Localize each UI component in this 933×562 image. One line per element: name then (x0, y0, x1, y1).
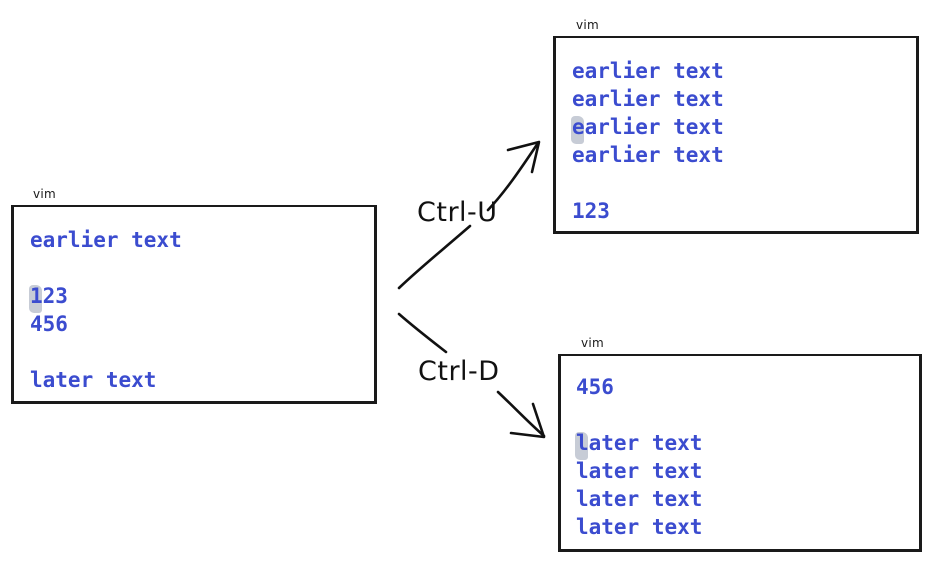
window-title: vim (30, 187, 60, 201)
buffer-lines: earlier text 123 456 later text (29, 226, 182, 394)
buffer-line: later text (30, 368, 157, 392)
arrow-down-line (397, 312, 448, 354)
arrow-up-line (397, 224, 472, 290)
arrow-up-head (506, 140, 541, 174)
buffer-line: earlier text (572, 87, 724, 111)
buffer-line: later text (575, 429, 702, 460)
cursor (29, 285, 42, 313)
buffer-line: later text (576, 515, 703, 539)
buffer-line: earlier text (571, 113, 724, 144)
buffer-line: later text (576, 459, 703, 483)
buffer-line: 456 (30, 312, 68, 336)
buffer-line: earlier text (572, 143, 724, 167)
buffer-lines: earlier text earlier text earlier text e… (571, 57, 724, 225)
window-title: vim (578, 336, 608, 350)
arrow-down-head (509, 402, 546, 439)
ctrl-u-label: Ctrl-U (417, 197, 498, 228)
cursor (575, 432, 588, 460)
buffer-line: 123 (572, 199, 610, 223)
buffer-line: earlier text (30, 228, 182, 252)
vim-window-left: vim earlier text 123 456 later text (11, 187, 377, 404)
ctrl-d-label: Ctrl-D (418, 356, 500, 387)
window-title: vim (573, 18, 603, 32)
arrow-up-line-upper (486, 141, 540, 212)
vim-window-bottom-right: vim 456 later text later text later text… (558, 336, 922, 552)
arrow-down-line-lower (496, 390, 546, 438)
buffer-line: 456 (576, 375, 614, 399)
buffer-line: earlier text (572, 59, 724, 83)
buffer-line: 123 (29, 282, 182, 313)
cursor (571, 116, 584, 144)
vim-window-top-right: vim earlier text earlier text earlier te… (553, 18, 919, 234)
buffer-lines: 456 later text later text later text lat… (575, 373, 703, 541)
buffer-line: later text (576, 487, 703, 511)
